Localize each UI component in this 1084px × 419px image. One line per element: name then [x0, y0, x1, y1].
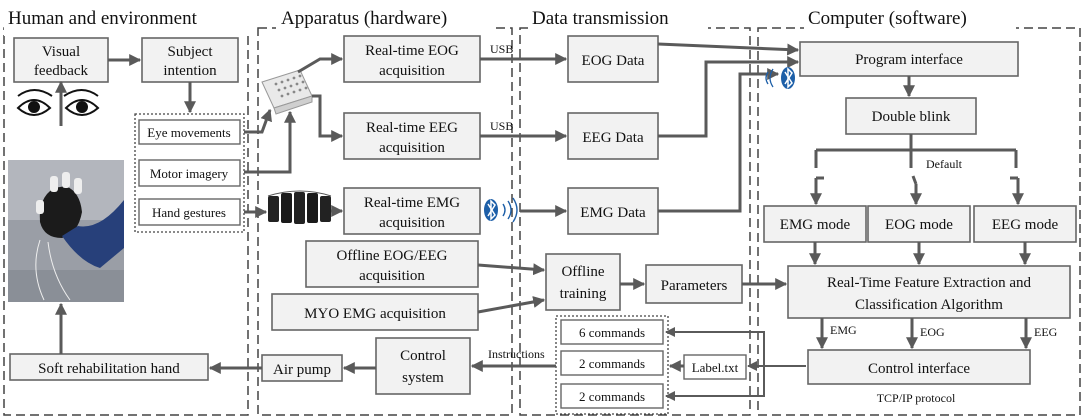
- eog-data-label: EOG Data: [582, 53, 645, 69]
- eyes-icon: [18, 90, 98, 115]
- emg-acq-line2: acquisition: [379, 215, 445, 231]
- eog-acq-line2: acquisition: [379, 63, 445, 79]
- eeg-amplifier-icon: [262, 70, 312, 114]
- eeg-tag: EEG: [1034, 325, 1058, 339]
- usb-label-eeg: USB: [490, 119, 513, 133]
- air-pump-label: Air pump: [273, 362, 331, 378]
- parameters-label: Parameters: [661, 278, 728, 294]
- eog-acq-line1: Real-time EOG: [365, 43, 459, 59]
- command-label-0: 6 commands: [579, 325, 645, 340]
- command-label-1: 2 commands: [579, 356, 645, 371]
- motor-imagery-label: Motor imagery: [150, 166, 229, 181]
- soft-hand-label: Soft rehabilitation hand: [38, 361, 180, 377]
- offline-training-line1: Offline: [561, 264, 604, 280]
- myo-armband-icon: [268, 191, 331, 224]
- program-interface-label: Program interface: [855, 52, 963, 68]
- command-label-2: 2 commands: [579, 389, 645, 404]
- eeg-acq-line1: Real-time EEG: [366, 120, 458, 136]
- panel-title-human: Human and environment: [8, 8, 198, 29]
- protocol-label: TCP/IP protocol: [877, 391, 956, 405]
- panel-title-computer: Computer (software): [808, 8, 967, 29]
- myo-acq-label: MYO EMG acquisition: [304, 306, 446, 322]
- eeg-data-label: EEG Data: [582, 130, 644, 146]
- emg-mode-label: EMG mode: [780, 217, 851, 233]
- label-file-text: Label.txt: [692, 360, 739, 375]
- emg-acq-line1: Real-time EMG: [364, 195, 460, 211]
- emg-tag: EMG: [830, 323, 857, 337]
- eog-mode-label: EOG mode: [885, 217, 953, 233]
- offline-training-line2: training: [560, 286, 607, 302]
- control-system-line1: Control: [400, 348, 446, 364]
- usb-label-eog: USB: [490, 42, 513, 56]
- visual-feedback-line2: feedback: [34, 63, 89, 79]
- offline-acq-line1: Offline EOG/EEG: [337, 248, 448, 264]
- emg-data-label: EMG Data: [580, 205, 646, 221]
- panel-title-transmission: Data transmission: [532, 8, 669, 29]
- eog-tag: EOG: [920, 325, 945, 339]
- default-label: Default: [926, 157, 963, 171]
- feature-extraction-line2: Classification Algorithm: [855, 297, 1003, 313]
- eeg-mode-label: EEG mode: [992, 217, 1059, 233]
- instructions-label: Instructions: [488, 347, 545, 361]
- subject-intention-line1: Subject: [168, 44, 214, 60]
- glove-hand-photo: [8, 160, 124, 302]
- offline-acq-line2: acquisition: [359, 268, 425, 284]
- feature-extraction-line1: Real-Time Feature Extraction and: [827, 275, 1031, 291]
- hand-gestures-label: Hand gestures: [152, 205, 226, 220]
- eeg-acq-line2: acquisition: [379, 140, 445, 156]
- control-system-line2: system: [402, 370, 444, 386]
- subject-intention-line2: intention: [163, 63, 217, 79]
- eye-movements-label: Eye movements: [147, 125, 230, 140]
- visual-feedback-line1: Visual: [42, 44, 80, 60]
- panel-title-apparatus: Apparatus (hardware): [281, 8, 447, 29]
- control-interface-label: Control interface: [868, 361, 970, 377]
- bluetooth-icon-2: [766, 67, 795, 89]
- double-blink-label: Double blink: [872, 109, 951, 125]
